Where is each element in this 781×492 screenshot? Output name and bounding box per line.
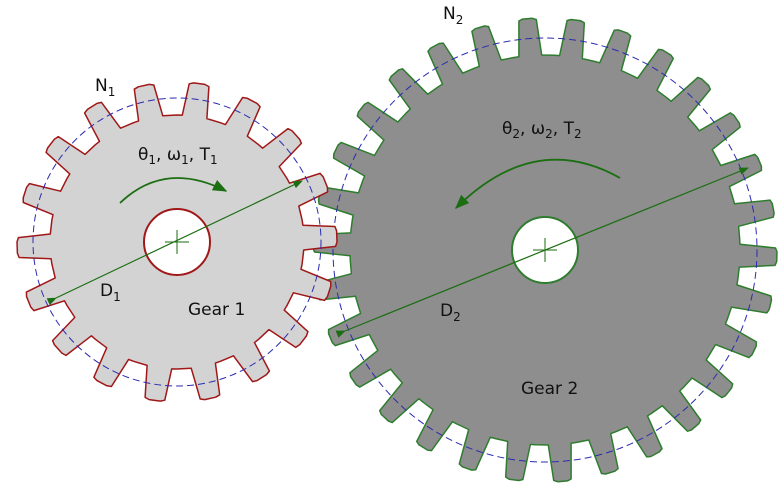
gear-2-diameter-label: D2: [440, 301, 461, 324]
gear-2-teeth-label: N2: [443, 4, 463, 27]
gear-1-teeth-label: N1: [95, 76, 115, 99]
gear-2-rotation-arrow: [454, 158, 621, 210]
gear-1-diameter-label: D1: [100, 281, 121, 304]
gear-1-name-label: Gear 1: [188, 300, 245, 320]
gear-2-pitch-circle: [332, 37, 758, 463]
gear-2-diameter-line: [335, 167, 749, 338]
gear-2-name-label: Gear 2: [521, 379, 578, 399]
gear-1-diameter-line: [46, 180, 303, 306]
gear-1: [16, 82, 338, 402]
gear-1-rotation-arrow: [119, 177, 228, 204]
gear-2-motion-label: θ2, ω2, T2: [502, 119, 582, 141]
gear-1-motion-label: θ1, ω1, T1: [138, 145, 218, 167]
gear-1-pitch-circle: [32, 97, 322, 387]
